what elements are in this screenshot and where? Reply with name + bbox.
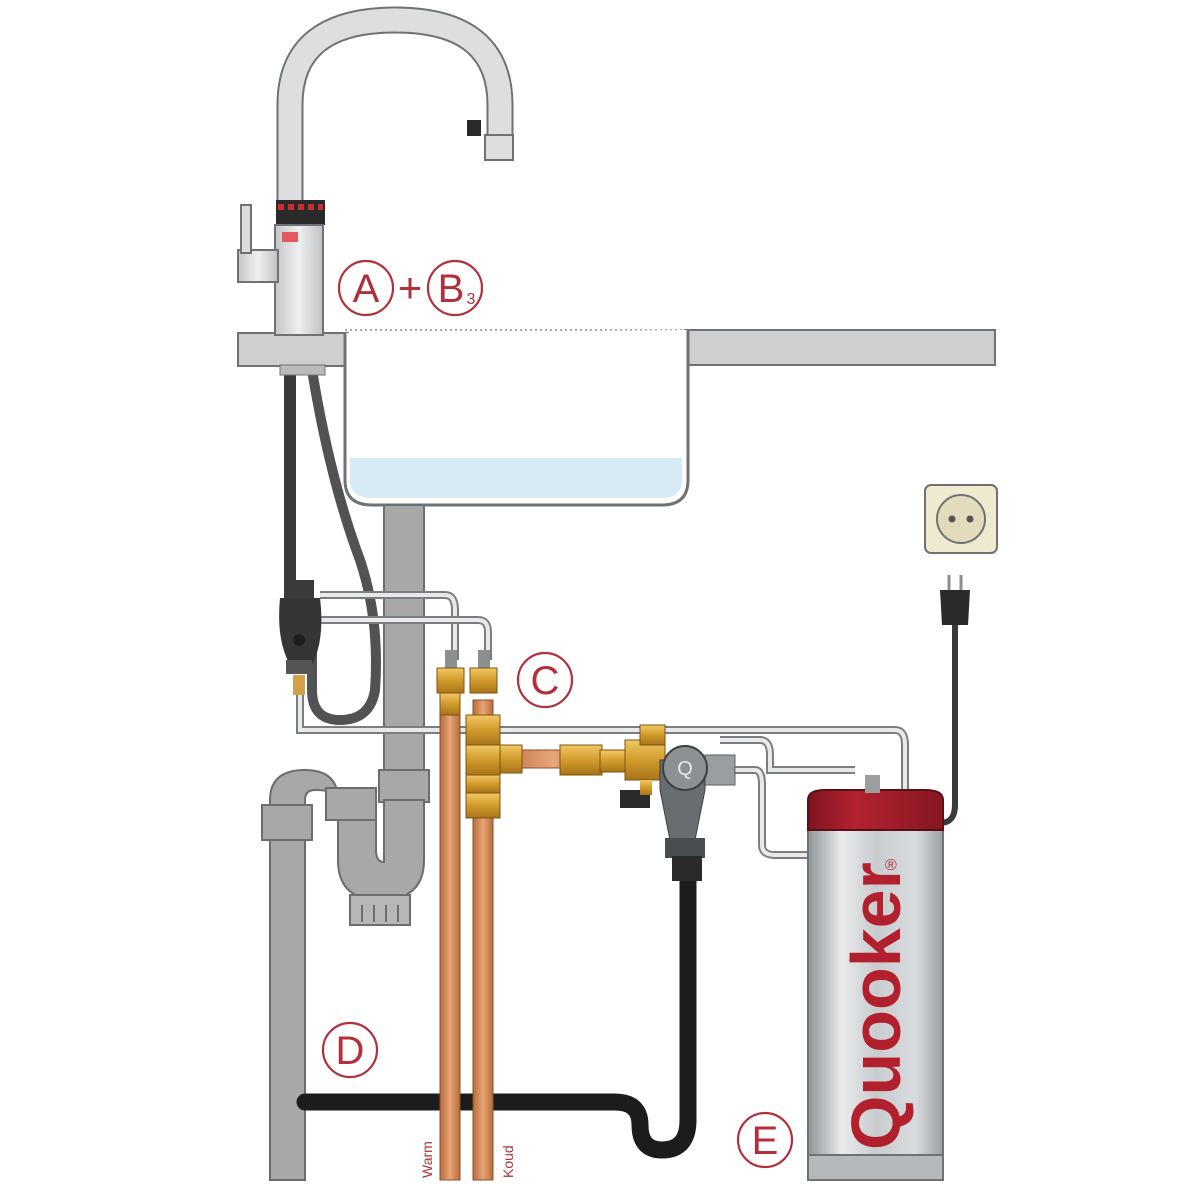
- label-c: C: [516, 651, 574, 709]
- label-e-text: E: [752, 1119, 779, 1163]
- countertop: [237, 329, 996, 367]
- tank-brand-logo: Quooker: [837, 862, 915, 1150]
- pipe-label-cold: Koud: [500, 1145, 516, 1178]
- tank-brand-registered: ®: [885, 857, 897, 874]
- pipe-label-warm: Warm: [419, 1141, 435, 1178]
- tap-hoses: [284, 369, 909, 859]
- power-cable: [939, 575, 970, 826]
- sink-basin: [343, 330, 690, 507]
- boiling-water-tap: [237, 6, 514, 376]
- water-in-sink: [350, 458, 682, 498]
- drain-pipe: [261, 504, 430, 1181]
- label-a: A: [337, 259, 395, 317]
- label-e: E: [736, 1111, 794, 1169]
- wall-socket: [924, 484, 998, 554]
- q-valve-logo: Q: [677, 758, 693, 780]
- tank-drain-hose: [296, 871, 697, 1159]
- hose-connector: [279, 580, 322, 695]
- label-b-text: B: [438, 267, 465, 311]
- label-a-text: A: [353, 267, 380, 311]
- label-plus: +: [398, 264, 423, 311]
- label-b: B 3: [426, 259, 484, 317]
- combination-valve: [499, 724, 666, 808]
- label-d-text: D: [336, 1029, 365, 1073]
- label-d: D: [321, 1021, 379, 1079]
- quooker-tank: Quooker ®: [807, 775, 944, 1181]
- q-valve: Q: [659, 745, 736, 881]
- angle-valves: [436, 650, 501, 819]
- label-b-subscript: 3: [467, 291, 476, 308]
- label-c-text: C: [531, 659, 560, 703]
- tap-control-ring: [278, 204, 323, 210]
